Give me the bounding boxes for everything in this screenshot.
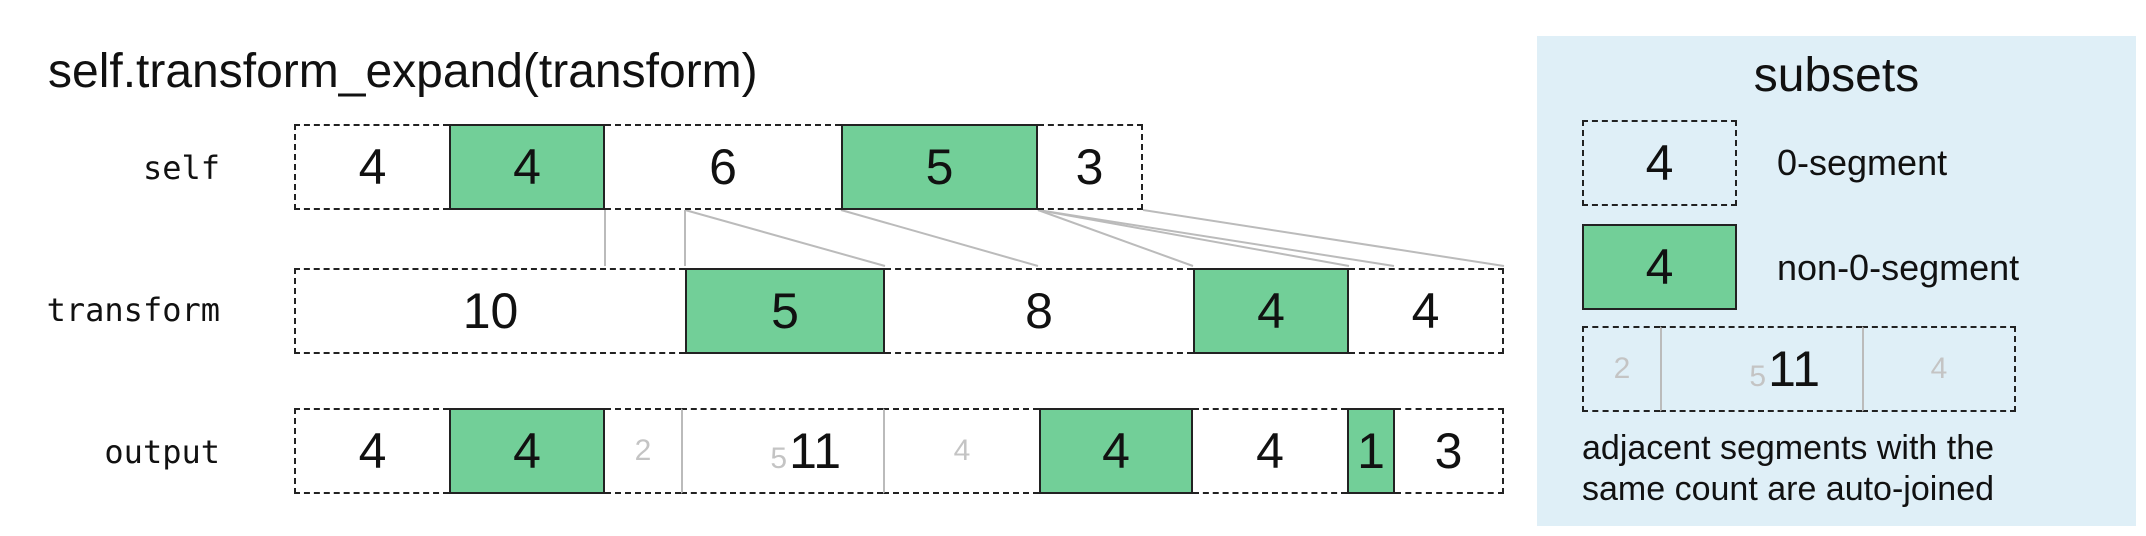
output-subset-left: 2 xyxy=(605,408,681,494)
output-subset-right: 4 xyxy=(883,408,1039,494)
connector-line xyxy=(684,209,886,267)
output-segment-2: 4 xyxy=(449,408,605,494)
row-label-self: self xyxy=(142,149,220,187)
legend-joined-mid: 511 xyxy=(1660,326,1862,412)
legend-nonzero-label: non-0-segment xyxy=(1777,247,2020,288)
connector-line xyxy=(840,209,1039,267)
legend-note: adjacent segments with the same count ar… xyxy=(1582,428,2122,510)
output-segment-7: 4 xyxy=(1193,408,1347,494)
self-segment-4: 5 xyxy=(841,124,1038,210)
transform-segment-2: 5 xyxy=(685,268,885,354)
output-subset-joined: 511 xyxy=(681,408,883,494)
transform-segment-3: 8 xyxy=(885,268,1193,354)
row-label-transform: transform xyxy=(46,291,220,329)
output-segment-6: 4 xyxy=(1039,408,1193,494)
output-segment-8: 1 xyxy=(1347,408,1395,494)
legend-note-line-1: adjacent segments with the xyxy=(1582,429,1995,467)
transform-segment-1: 10 xyxy=(294,268,685,354)
self-segment-3: 6 xyxy=(605,124,841,210)
self-segment-2: 4 xyxy=(449,124,605,210)
diagram-title: self.transform_expand(transform) xyxy=(48,45,758,98)
row-label-output: output xyxy=(104,433,220,471)
legend-zero-swatch: 4 xyxy=(1582,120,1737,206)
legend-joined-right: 4 xyxy=(1862,326,2016,412)
legend-zero-label: 0-segment xyxy=(1777,142,1948,183)
connector-line xyxy=(1142,209,1505,267)
legend-nonzero-swatch: 4 xyxy=(1582,224,1737,310)
output-segment-9: 3 xyxy=(1395,408,1504,494)
transform-segment-5: 4 xyxy=(1349,268,1504,354)
legend-title: subsets xyxy=(1753,49,1920,102)
legend-joined-left: 2 xyxy=(1582,326,1660,412)
legend-note-line-2: same count are auto-joined xyxy=(1582,470,1995,508)
legend-joined-mid-sub: 5 xyxy=(1749,360,1767,393)
output-subset-joined-sub: 5 xyxy=(770,442,788,475)
output-segment-1: 4 xyxy=(294,408,449,494)
connector-line xyxy=(1037,209,1395,267)
self-segment-1: 4 xyxy=(294,124,449,210)
transform-segment-4: 4 xyxy=(1193,268,1349,354)
connector-line xyxy=(1037,209,1350,267)
connector-line xyxy=(1037,209,1194,267)
self-segment-5: 3 xyxy=(1038,124,1143,210)
